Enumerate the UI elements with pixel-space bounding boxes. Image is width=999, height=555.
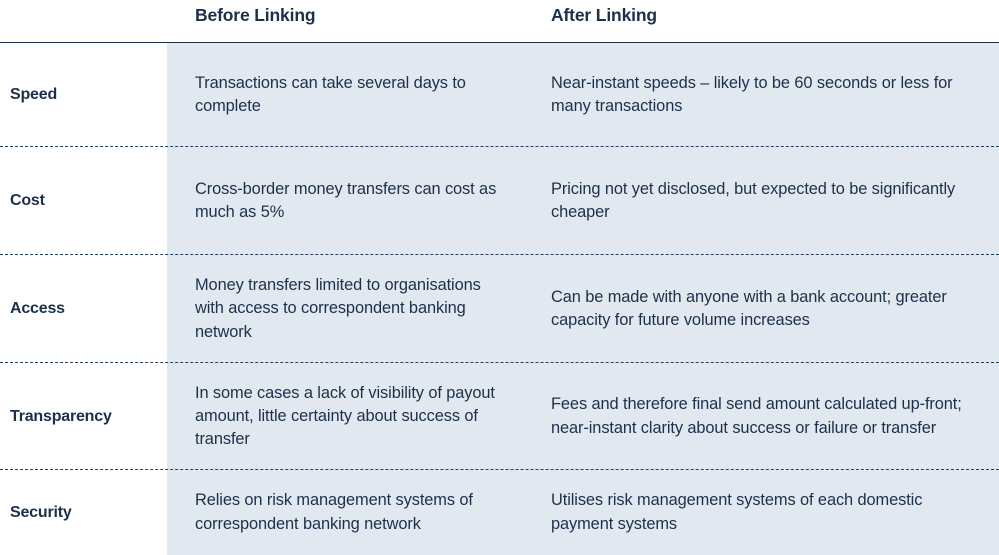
row-divider-3 bbox=[0, 362, 999, 363]
row-label: Speed bbox=[10, 86, 58, 103]
table-cell-transparency-after: Fees and therefore final send amount cal… bbox=[529, 363, 999, 470]
table-cell-security-after: Utilises risk management systems of each… bbox=[529, 470, 999, 555]
row-label: Transparency bbox=[10, 407, 112, 425]
table-cell-cost-after: Pricing not yet disclosed, but expected … bbox=[529, 147, 999, 255]
table-cell-speed-after: Near-instant speeds – likely to be 60 se… bbox=[529, 43, 999, 147]
row-label: Cost bbox=[10, 192, 45, 209]
row-divider-4 bbox=[0, 469, 999, 470]
cell-text: Can be made with anyone with a bank acco… bbox=[551, 287, 947, 329]
column-header-before-linking: Before Linking bbox=[195, 5, 316, 25]
cell-text: In some cases a lack of visibility of pa… bbox=[195, 383, 495, 449]
cell-text: Cross-border money transfers can cost as… bbox=[195, 179, 497, 221]
row-label: Security bbox=[10, 503, 72, 521]
table-cell-access-after: Can be made with anyone with a bank acco… bbox=[529, 255, 999, 363]
table-row-label-access: Access bbox=[0, 255, 167, 363]
cell-text: Transactions can take several days to co… bbox=[195, 73, 466, 115]
table-row-label-transparency: Transparency bbox=[0, 363, 167, 470]
column-header-after-linking: After Linking bbox=[551, 5, 657, 25]
cell-text: Relies on risk management systems of cor… bbox=[195, 491, 473, 533]
header-cell-before: Before Linking bbox=[167, 0, 529, 43]
cell-text: Pricing not yet disclosed, but expected … bbox=[551, 179, 956, 221]
cell-text: Money transfers limited to organisations… bbox=[195, 276, 481, 341]
header-cell-criterion bbox=[0, 0, 167, 43]
cell-text: Fees and therefore final send amount cal… bbox=[551, 395, 962, 437]
table-cell-speed-before: Transactions can take several days to co… bbox=[167, 43, 529, 147]
cell-text: Near-instant speeds – likely to be 60 se… bbox=[551, 73, 953, 115]
cell-text: Utilises risk management systems of each… bbox=[551, 491, 923, 533]
row-divider-1 bbox=[0, 146, 999, 147]
table-cell-transparency-before: In some cases a lack of visibility of pa… bbox=[167, 363, 529, 470]
header-cell-after: After Linking bbox=[529, 0, 999, 43]
table-cell-cost-before: Cross-border money transfers can cost as… bbox=[167, 147, 529, 255]
table-cell-access-before: Money transfers limited to organisations… bbox=[167, 255, 529, 363]
table-row-label-speed: Speed bbox=[0, 43, 167, 147]
row-divider-2 bbox=[0, 254, 999, 255]
table-cell-security-before: Relies on risk management systems of cor… bbox=[167, 470, 529, 555]
header-divider bbox=[0, 42, 999, 43]
row-label: Access bbox=[10, 300, 65, 317]
table-row-label-security: Security bbox=[0, 470, 167, 555]
table-row-label-cost: Cost bbox=[0, 147, 167, 255]
